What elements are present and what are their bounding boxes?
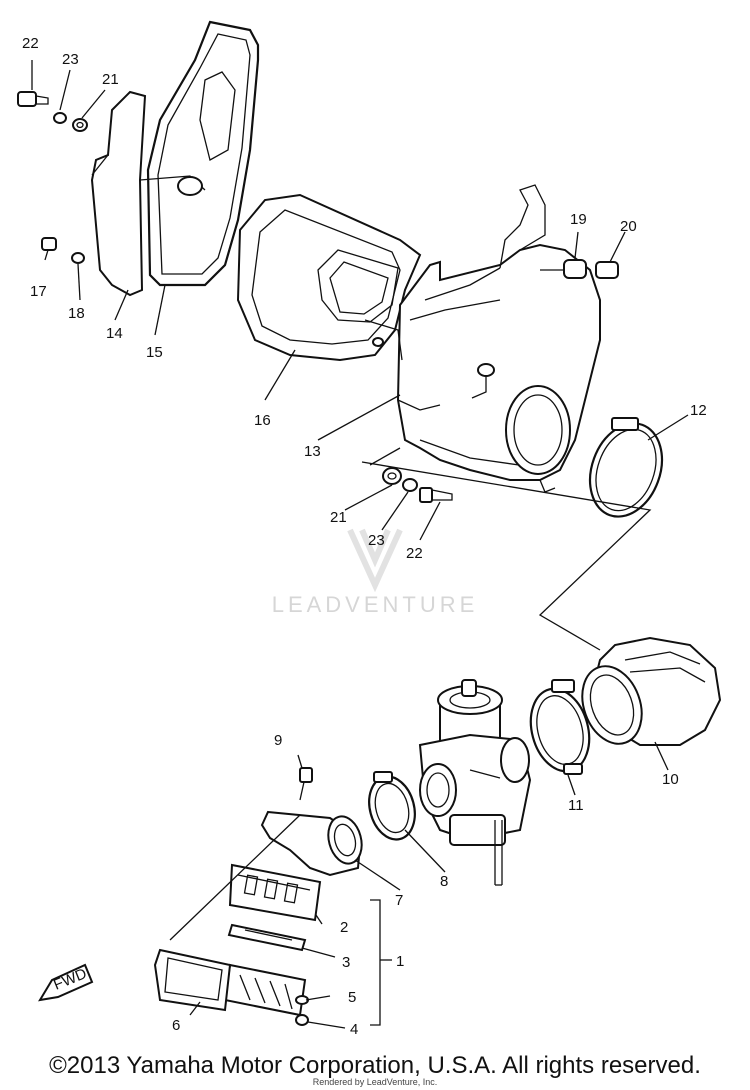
copyright-notice: ©2013 Yamaha Motor Corporation, U.S.A. A…: [49, 1052, 701, 1079]
callout-15: 15: [146, 344, 163, 361]
callout-11: 11: [568, 797, 584, 814]
fasteners-center: [369, 447, 453, 503]
part-20-collar: [595, 261, 619, 279]
callout-19: 19: [570, 211, 587, 228]
callout-9: 9: [274, 732, 282, 749]
callout-10: 10: [662, 771, 679, 788]
rendered-by-note: Rendered by LeadVenture, Inc.: [312, 1077, 438, 1087]
callout-12: 12: [690, 402, 707, 419]
part-13-air-box: [364, 184, 601, 493]
carburetor: [418, 679, 532, 886]
reed-valve-assembly: [153, 863, 322, 1026]
callout-17: 17: [30, 283, 47, 300]
callout-21-center: 21: [330, 509, 347, 526]
part-8-clamp: [368, 771, 416, 841]
part-15-airbox-cover: [146, 20, 260, 287]
part-14-cover-plate: [90, 90, 206, 297]
fasteners-top-left: [17, 91, 88, 264]
callout-7: 7: [395, 892, 403, 909]
callout-22-center: 22: [406, 545, 423, 562]
part-16-air-filter: [236, 193, 422, 362]
callout-2: 2: [340, 919, 348, 936]
callout-3: 3: [342, 954, 350, 971]
part-11-clamp: [529, 679, 591, 775]
callout-14: 14: [106, 325, 123, 342]
callout-20: 20: [620, 218, 637, 235]
callout-21-top: 21: [102, 71, 119, 88]
callout-22-top: 22: [22, 35, 39, 52]
watermark-text: LEADVENTURE: [271, 592, 479, 617]
callout-23-center: 23: [368, 532, 385, 549]
callout-6: 6: [172, 1017, 180, 1034]
callout-13: 13: [304, 443, 321, 460]
callout-16: 16: [254, 412, 271, 429]
callout-labels: 1 2 3 4 5 6 7 8 9 10 11 12 13 14 15 16 1…: [22, 35, 707, 1038]
callout-18: 18: [68, 305, 85, 322]
part-19-grommet: [540, 259, 587, 279]
callout-1: 1: [396, 953, 404, 970]
part-10-intake-boot: [581, 636, 722, 746]
leader-lines: [31, 60, 689, 1029]
part-12-hose-clamp: [588, 417, 664, 518]
callout-4: 4: [350, 1021, 358, 1038]
callout-23-top: 23: [62, 51, 79, 68]
watermark-logo: [347, 528, 403, 593]
part-7-manifold: [260, 767, 363, 877]
callout-5: 5: [348, 989, 356, 1006]
fwd-arrow-icon: FWD: [38, 963, 94, 1002]
callout-8: 8: [440, 873, 448, 890]
